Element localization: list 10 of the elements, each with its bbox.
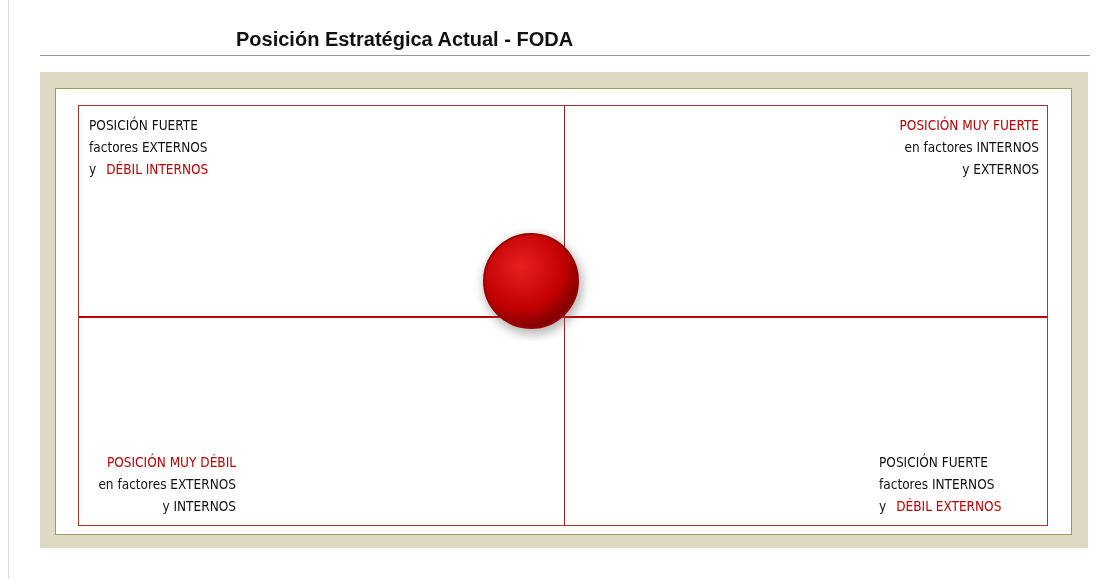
position-marker: [483, 233, 579, 329]
quadrant-label: y: [879, 497, 887, 516]
quadrant-heading: POSICIÓN MUY DÉBIL: [105, 452, 236, 472]
quadrant-label: DÉBIL EXTERNOS: [896, 497, 1002, 516]
quadrant-heading: POSICIÓN MUY FUERTE: [898, 115, 1039, 135]
quadrant-label: en factores INTERNOS y EXTERNOS: [903, 138, 1039, 179]
quadrant-label: DÉBIL INTERNOS: [106, 160, 209, 179]
title: Posición Estratégica Actual - FODA: [236, 28, 574, 51]
quadrant-label: en factores EXTERNOS y INTERNOS: [97, 475, 236, 516]
quadrant-label: y: [89, 160, 97, 179]
